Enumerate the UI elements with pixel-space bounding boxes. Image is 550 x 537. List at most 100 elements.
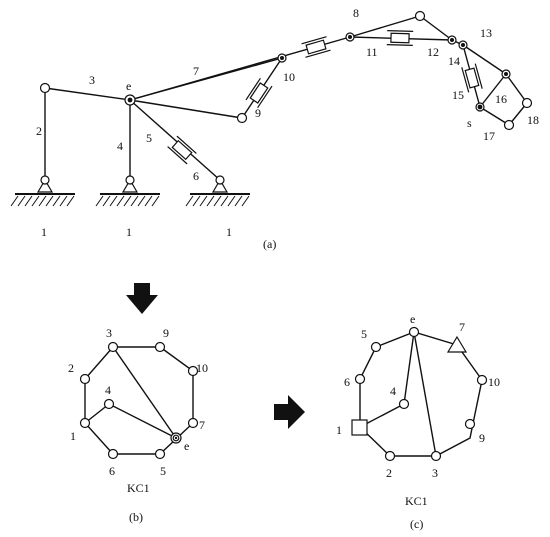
link-18-a xyxy=(505,73,528,104)
node-10 xyxy=(476,374,488,386)
arrow-down-icon xyxy=(126,283,158,314)
link-16-a xyxy=(462,44,507,75)
node-2 xyxy=(79,373,91,385)
joint-12-13 xyxy=(447,35,457,45)
label-node-4: 4 xyxy=(105,383,111,397)
chain-name-b: KC1 xyxy=(127,481,150,495)
label-link-3: 3 xyxy=(89,73,95,87)
label-joint-e: e xyxy=(126,79,131,93)
ground-support-3 xyxy=(185,175,250,207)
label-node-1: 1 xyxy=(70,429,76,443)
label-node-7: 7 xyxy=(199,418,205,432)
label-node-1: 1 xyxy=(336,423,342,437)
joint-13-14 xyxy=(458,40,468,50)
label-ground-1: 1 xyxy=(41,225,47,239)
label-link-5: 5 xyxy=(146,131,152,145)
node-6 xyxy=(107,448,119,460)
joint-16-18 xyxy=(501,69,511,79)
joint-e xyxy=(124,94,136,106)
joint-2-3 xyxy=(39,82,51,94)
link-17 xyxy=(479,106,510,126)
label-node-2: 2 xyxy=(68,361,74,375)
label-link-13: 13 xyxy=(480,26,492,40)
node-3 xyxy=(430,450,442,462)
label-link-12: 12 xyxy=(427,45,439,59)
node-9 xyxy=(464,418,476,430)
label-node-7: 7 xyxy=(459,320,465,334)
label-node-3: 3 xyxy=(106,326,112,340)
joint-8-13 xyxy=(414,10,426,22)
node-4 xyxy=(103,398,115,410)
ground-support-2 xyxy=(95,175,160,207)
label-link-16: 16 xyxy=(495,92,507,106)
mechanism-diagram: 2 3 4 5 6 7 8 9 10 11 12 13 14 15 16 17 … xyxy=(10,6,539,251)
link-9 xyxy=(129,99,243,119)
label-ground-2: 1 xyxy=(126,225,132,239)
label-link-11: 11 xyxy=(366,45,378,59)
label-link-6: 6 xyxy=(193,169,199,183)
slider-9-10 xyxy=(245,77,273,109)
chain-name-c: KC1 xyxy=(405,494,428,508)
link-8 xyxy=(349,15,421,38)
slider-7-8 xyxy=(301,36,331,58)
label-link-4: 4 xyxy=(117,139,123,153)
node-e xyxy=(170,432,182,444)
ground-support-1 xyxy=(10,175,75,207)
label-link-17: 17 xyxy=(483,129,495,143)
joint-18 xyxy=(521,97,533,109)
joint-9-10 xyxy=(236,112,248,124)
label-ground-3: 1 xyxy=(226,225,232,239)
caption-b: (b) xyxy=(129,510,143,524)
joint-s xyxy=(475,102,485,112)
node-5 xyxy=(370,341,382,353)
label-node-10: 10 xyxy=(196,361,208,375)
joint-17-18 xyxy=(503,119,515,131)
kinematic-chain-c: e 5 7 6 4 10 1 9 2 3 KC1 (c) xyxy=(336,312,500,531)
label-node-2: 2 xyxy=(386,466,392,480)
slider-14-15 xyxy=(461,63,483,93)
label-node-e: e xyxy=(184,439,189,453)
node-6 xyxy=(354,373,366,385)
node-2 xyxy=(384,450,396,462)
joint-7-10 xyxy=(277,53,287,63)
label-link-15: 15 xyxy=(452,88,464,102)
label-link-2: 2 xyxy=(36,124,42,138)
node-7-triangle xyxy=(446,335,468,353)
label-node-3: 3 xyxy=(432,466,438,480)
kinematic-chain-b: 3 9 2 10 4 1 7 e 6 5 KC1 (b) xyxy=(68,326,208,524)
link-13-a xyxy=(419,15,453,41)
link-3 xyxy=(44,87,131,101)
node-9 xyxy=(154,341,166,353)
node-4 xyxy=(398,398,410,410)
link-16-b xyxy=(479,73,507,108)
link-5-6 xyxy=(129,99,221,181)
label-node-6: 6 xyxy=(344,375,350,389)
edge-1-4 xyxy=(84,403,110,424)
node-e xyxy=(408,326,420,338)
label-link-7: 7 xyxy=(193,64,199,78)
label-link-9: 9 xyxy=(255,106,261,120)
label-node-6: 6 xyxy=(109,464,115,478)
slider-5-6 xyxy=(167,135,197,165)
node-7 xyxy=(187,417,199,429)
node-1-square xyxy=(351,419,368,436)
label-link-14: 14 xyxy=(448,54,460,68)
node-1 xyxy=(79,417,91,429)
slider-11-12 xyxy=(386,30,414,46)
edge-e-4 xyxy=(403,331,415,405)
label-link-8: 8 xyxy=(353,6,359,20)
caption-a: (a) xyxy=(263,237,276,251)
arrow-right-icon xyxy=(274,395,305,429)
node-10 xyxy=(187,365,199,377)
label-node-9: 9 xyxy=(163,326,169,340)
joint-7-8 xyxy=(345,32,355,42)
edge-e-3 xyxy=(413,331,437,457)
edge-3-e xyxy=(112,346,177,439)
label-link-10: 10 xyxy=(283,70,295,84)
node-5 xyxy=(154,448,166,460)
label-link-18: 18 xyxy=(527,113,539,127)
label-node-5: 5 xyxy=(361,327,367,341)
label-joint-s: s xyxy=(467,116,472,130)
caption-c: (c) xyxy=(410,517,423,531)
